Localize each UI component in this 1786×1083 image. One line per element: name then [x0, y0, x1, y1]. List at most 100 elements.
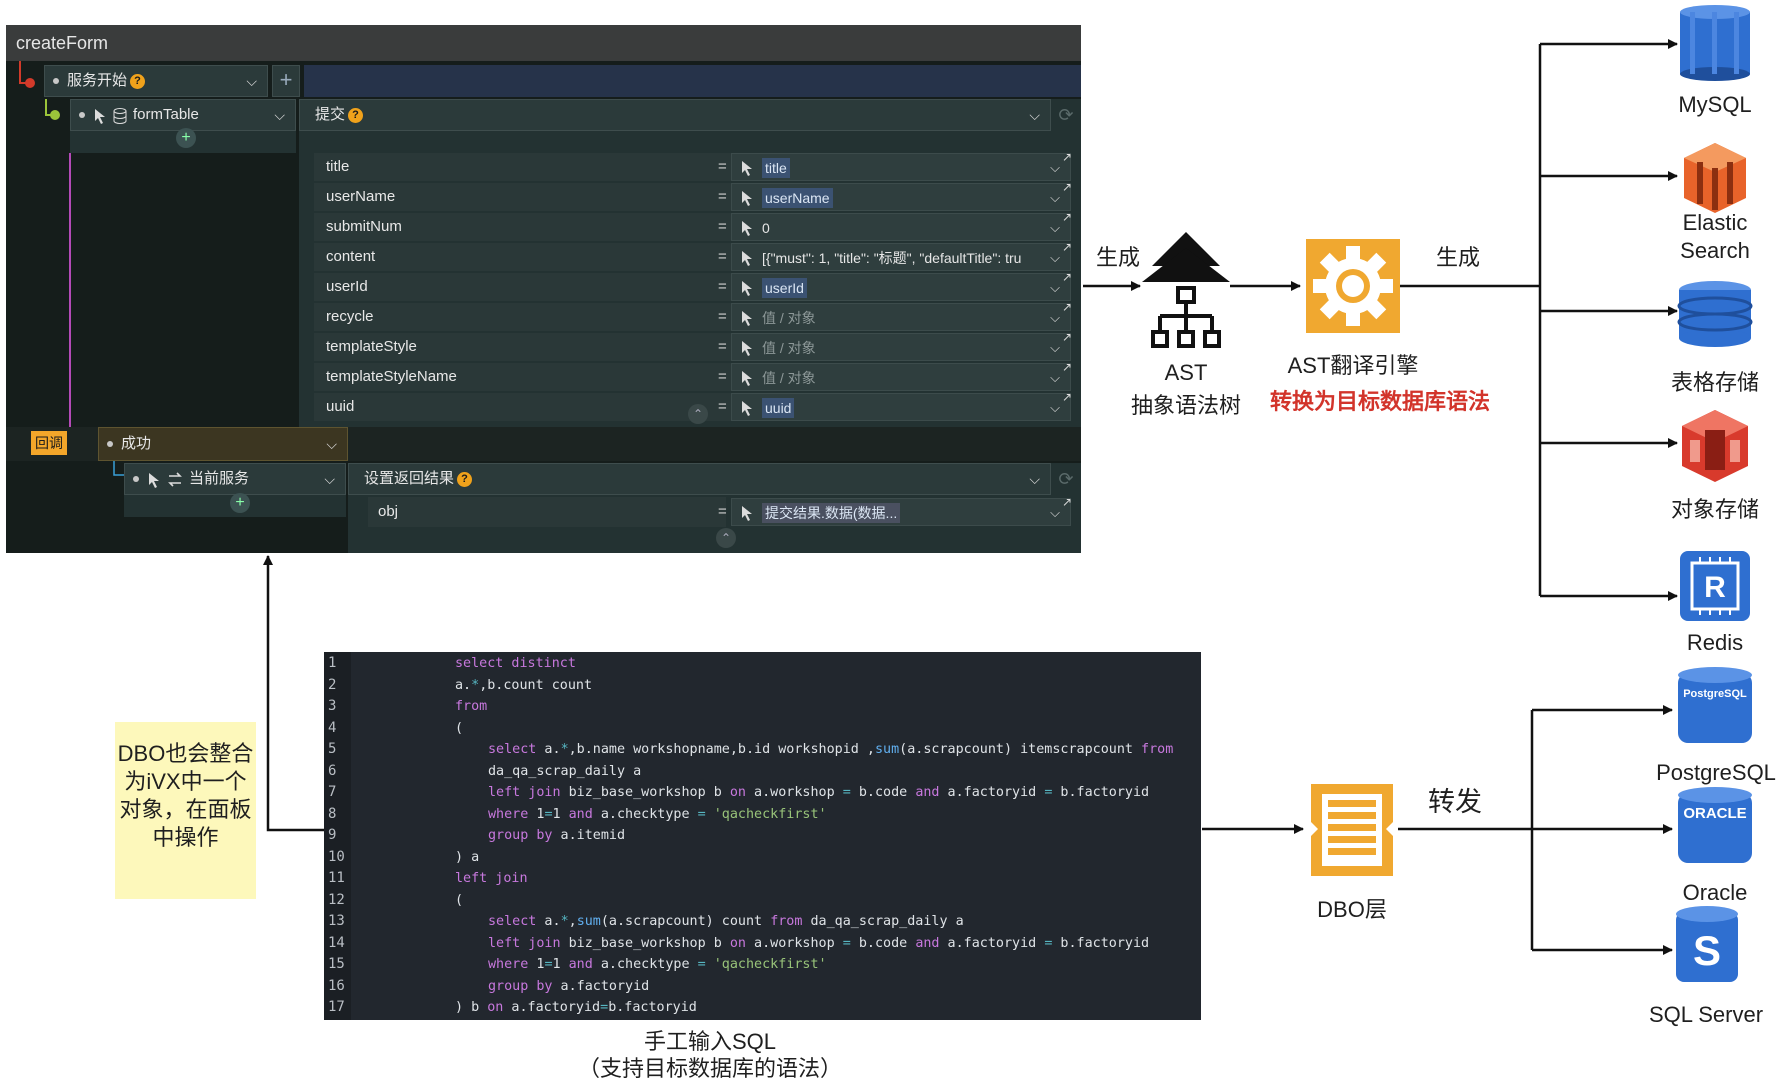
param-value-text: [{"must": 1, "title": "标题", "defaultTitl… — [762, 250, 1022, 266]
param-value-field[interactable]: 值 / 对象⌵↗ — [731, 360, 1072, 391]
line-number: 14 — [328, 934, 345, 951]
engine-label: AST翻译引擎 — [1287, 353, 1419, 378]
collapse-icon[interactable]: ⌃ — [716, 528, 736, 548]
chevron-down-icon[interactable]: ⌵ — [1029, 107, 1040, 123]
translation-engine-icon — [1306, 239, 1400, 333]
chevron-down-icon[interactable]: ⌵ — [1050, 250, 1060, 265]
param-name-cell — [314, 153, 734, 181]
param-value-chip: title — [762, 158, 790, 178]
result-value-chip: 提交结果.数据(数据... — [762, 503, 901, 523]
line-number: 8 — [328, 805, 337, 822]
chevron-down-icon[interactable]: ⌵ — [1050, 340, 1060, 355]
equals-sign: = — [718, 248, 727, 265]
cursor-icon — [742, 221, 752, 236]
help-icon[interactable]: ? — [348, 108, 364, 123]
elasticsearch-icon — [1684, 143, 1746, 213]
dbo-layer-icon — [1311, 784, 1393, 876]
param-value-field[interactable]: 值 / 对象 ⌵↗ — [731, 300, 1072, 331]
param-name-cell — [314, 303, 734, 331]
expand-icon[interactable]: ↗ — [1061, 210, 1072, 224]
chevron-down-icon[interactable]: ⌵ — [1050, 160, 1060, 175]
line-number: 7 — [328, 784, 337, 800]
cursor-icon — [742, 401, 752, 416]
cursor-icon — [742, 281, 752, 296]
param-name-cell — [314, 393, 734, 421]
param-value-field[interactable]: userName⌵↗ — [731, 180, 1072, 211]
chevron-down-icon[interactable]: ⌵ — [246, 73, 257, 89]
chevron-down-icon[interactable]: ⌵ — [1050, 505, 1060, 520]
add-child-icon[interactable]: + — [176, 128, 196, 148]
target-elastic: Elastic — [1682, 210, 1748, 235]
chevron-down-icon[interactable]: ⌵ — [1050, 220, 1060, 235]
help-icon[interactable]: ? — [457, 472, 473, 487]
line-number: 12 — [328, 891, 345, 908]
redis-icon: R — [1680, 551, 1750, 621]
collapse-icon[interactable]: ⌃ — [688, 404, 708, 424]
param-value-field[interactable]: userId⌵↗ — [731, 270, 1072, 301]
expand-icon[interactable]: ↗ — [1061, 150, 1072, 164]
param-name-cell — [314, 363, 734, 391]
expand-icon[interactable]: ↗ — [1061, 300, 1072, 314]
param-name: userName — [326, 188, 396, 205]
oracle-icon: ORACLE — [1678, 787, 1752, 863]
chevron-down-icon[interactable]: ⌵ — [324, 471, 335, 487]
chevron-down-icon[interactable]: ⌵ — [1050, 280, 1060, 295]
line-number: 4 — [328, 719, 337, 736]
arrow-code-to-panel — [263, 555, 324, 832]
chevron-down-icon[interactable]: ⌵ — [1050, 190, 1060, 205]
caption-syntax-support: （支持目标数据库的语法） — [577, 1056, 842, 1081]
chevron-down-icon[interactable]: ⌵ — [326, 436, 337, 452]
line-number: 10 — [328, 848, 345, 865]
result-param-value[interactable]: 提交结果.数据(数据... ⌵ ↗ — [731, 495, 1072, 526]
sqlserver-icon: S — [1676, 906, 1738, 982]
chevron-down-icon[interactable]: ⌵ — [1029, 471, 1040, 487]
cursor-icon — [742, 371, 752, 386]
flow-editor-panel: createForm 服务开始? ⌵ + formTable ⌵ + 提交? ⌵… — [6, 25, 1081, 553]
service-start-node[interactable]: 服务开始? ⌵ — [44, 65, 268, 97]
expand-icon[interactable]: ↗ — [1061, 270, 1072, 284]
cursor-icon — [742, 251, 752, 266]
cursor-icon — [742, 161, 752, 176]
param-name-cell — [314, 213, 734, 241]
line-number: 15 — [328, 956, 345, 972]
engine-sublabel: 转换为目标数据库语法 — [1270, 389, 1491, 414]
line-number: 1 — [328, 655, 337, 671]
add-child-icon[interactable]: + — [230, 493, 250, 513]
chevron-down-icon[interactable]: ⌵ — [1050, 370, 1060, 385]
expand-icon[interactable]: ↗ — [1061, 360, 1072, 374]
success-node[interactable]: 成功 ⌵ — [98, 427, 348, 461]
param-value-field[interactable]: 值 / 对象⌵↗ — [731, 330, 1072, 361]
param-value-field[interactable]: [{"must": 1, "title": "标题", "defaultTitl… — [731, 240, 1072, 271]
line-number: 9 — [328, 827, 337, 843]
refresh-icon[interactable]: ⟳ — [1058, 105, 1074, 125]
chevron-down-icon[interactable]: ⌵ — [1050, 310, 1060, 325]
ast-tree-icon — [1142, 232, 1230, 348]
equals-sign: = — [718, 188, 727, 205]
cursor-icon — [742, 341, 752, 356]
submit-node[interactable]: 提交? ⌵ — [299, 99, 1051, 131]
refresh-icon[interactable]: ⟳ — [1058, 469, 1074, 489]
param-value-field[interactable]: 0⌵↗ — [731, 210, 1072, 241]
param-value-placeholder: 值 / 对象 — [762, 310, 816, 326]
cursor-icon — [742, 191, 752, 206]
svg-text:PostgreSQL: PostgreSQL — [1683, 688, 1747, 700]
expand-icon[interactable]: ↗ — [1061, 330, 1072, 344]
add-node-button[interactable]: + — [272, 65, 300, 97]
param-value-field[interactable]: title ⌵↗ — [731, 150, 1072, 181]
target-object-storage: 对象存储 — [1670, 497, 1759, 522]
cursor-icon — [149, 473, 159, 488]
help-icon[interactable]: ? — [130, 74, 146, 89]
expand-icon[interactable]: ↗ — [1061, 495, 1072, 509]
chevron-down-icon[interactable]: ⌵ — [274, 107, 285, 123]
expand-icon[interactable]: ↗ — [1061, 180, 1072, 194]
line-number: 2 — [328, 676, 337, 693]
cursor-icon — [742, 311, 752, 326]
set-result-node[interactable]: 设置返回结果? ⌵ — [348, 463, 1051, 495]
param-value-field[interactable]: uuid⌵↗ — [731, 390, 1072, 421]
expand-icon[interactable]: ↗ — [1061, 240, 1072, 254]
gen-left-label: 生成 — [1096, 245, 1141, 270]
chevron-down-icon[interactable]: ⌵ — [1050, 400, 1060, 415]
expand-icon[interactable]: ↗ — [1061, 390, 1072, 404]
current-service-label: 当前服务 — [189, 470, 250, 487]
